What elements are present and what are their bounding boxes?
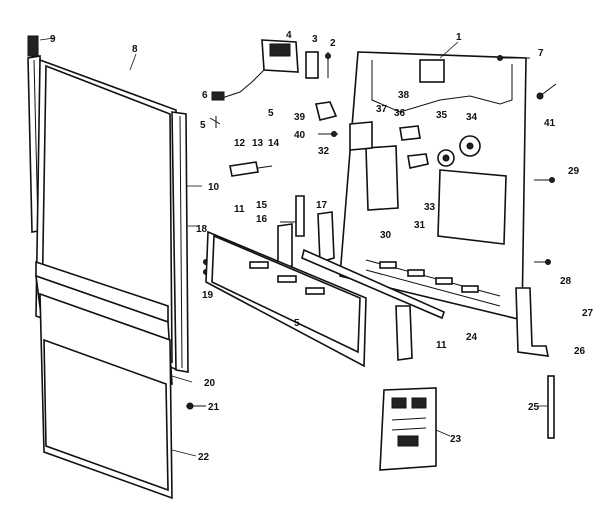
callout-33: 33 xyxy=(424,202,436,213)
callout-21: 21 xyxy=(208,402,220,413)
part-2-screw xyxy=(325,52,331,78)
callout-36: 36 xyxy=(394,108,406,119)
callout-5-bottom: 5 xyxy=(294,318,300,329)
callout-14: 14 xyxy=(268,138,280,149)
callout-8: 8 xyxy=(132,44,138,55)
part-5-clip-left xyxy=(209,116,221,128)
callout-11-low: 11 xyxy=(436,340,447,351)
callout-13: 13 xyxy=(252,138,264,149)
callout-23: 23 xyxy=(450,434,462,445)
callout-27: 27 xyxy=(582,308,594,319)
part-26-hinge-bracket xyxy=(515,287,550,357)
callout-30: 30 xyxy=(380,230,392,241)
callout-28: 28 xyxy=(560,276,572,287)
part-24-hinge-rail xyxy=(301,248,445,320)
callout-15: 15 xyxy=(256,200,268,211)
part-11-hinge-right xyxy=(395,305,413,361)
callout-11-mid: 11 xyxy=(234,204,245,215)
part-34-rinse-aid xyxy=(459,135,481,157)
part-33-knob xyxy=(437,149,455,167)
callout-9: 9 xyxy=(50,34,56,45)
part-41-bolt xyxy=(536,83,557,100)
callout-10: 10 xyxy=(208,182,220,193)
part-36-spring xyxy=(399,125,421,141)
part-31-lever xyxy=(407,153,429,169)
part-30-dispenser xyxy=(349,121,399,211)
part-39-latch xyxy=(315,101,338,121)
part-1-inner-door-liner xyxy=(339,51,527,322)
callout-31: 31 xyxy=(414,220,426,231)
part-21-screw xyxy=(186,402,206,410)
callout-5-top: 5 xyxy=(268,108,274,119)
part-18-hinge-arm xyxy=(205,230,367,368)
callout-16: 16 xyxy=(256,214,268,225)
callout-19: 19 xyxy=(202,290,214,301)
callout-6: 6 xyxy=(202,90,208,101)
leader-lines xyxy=(39,37,548,457)
callout-1: 1 xyxy=(456,32,462,43)
callout-18: 18 xyxy=(196,224,208,235)
part-28-screw xyxy=(534,259,551,265)
part-29-screw xyxy=(534,177,555,183)
callout-34: 34 xyxy=(466,112,478,123)
callout-24: 24 xyxy=(466,332,478,343)
callout-20: 20 xyxy=(204,378,216,389)
callout-39: 39 xyxy=(294,112,306,123)
part-12-14-latch-parts xyxy=(229,161,273,177)
part-3-bracket xyxy=(305,51,319,79)
part-17-hinge-bracket xyxy=(317,211,335,264)
callout-22: 22 xyxy=(198,452,210,463)
callout-25: 25 xyxy=(528,402,540,413)
callout-7: 7 xyxy=(538,48,544,59)
callout-35: 35 xyxy=(436,110,448,121)
part-4-switch-assembly xyxy=(221,39,299,99)
callout-32: 32 xyxy=(318,146,330,157)
callout-26: 26 xyxy=(574,346,586,357)
callout-12: 12 xyxy=(234,138,246,149)
callout-41: 41 xyxy=(544,118,556,129)
callout-40: 40 xyxy=(294,130,306,141)
part-11-hinge-left xyxy=(277,223,293,269)
callout-3: 3 xyxy=(312,34,318,45)
callout-2: 2 xyxy=(330,38,336,49)
callout-38: 38 xyxy=(398,90,410,101)
part-15-hinge xyxy=(295,195,305,237)
part-6-wire-connector xyxy=(211,91,225,101)
callout-17: 17 xyxy=(316,200,328,211)
part-23-instruction-booklet xyxy=(379,387,437,471)
part-10-door-trim xyxy=(171,111,189,373)
callout-4: 4 xyxy=(286,30,292,41)
part-22-kick-plate xyxy=(39,292,173,500)
callout-37: 37 xyxy=(376,104,388,115)
part-7-screw xyxy=(497,55,530,61)
callout-5-left: 5 xyxy=(200,120,206,131)
part-40-screw xyxy=(318,131,338,137)
callout-29: 29 xyxy=(568,166,580,177)
part-25-rod xyxy=(547,375,555,439)
